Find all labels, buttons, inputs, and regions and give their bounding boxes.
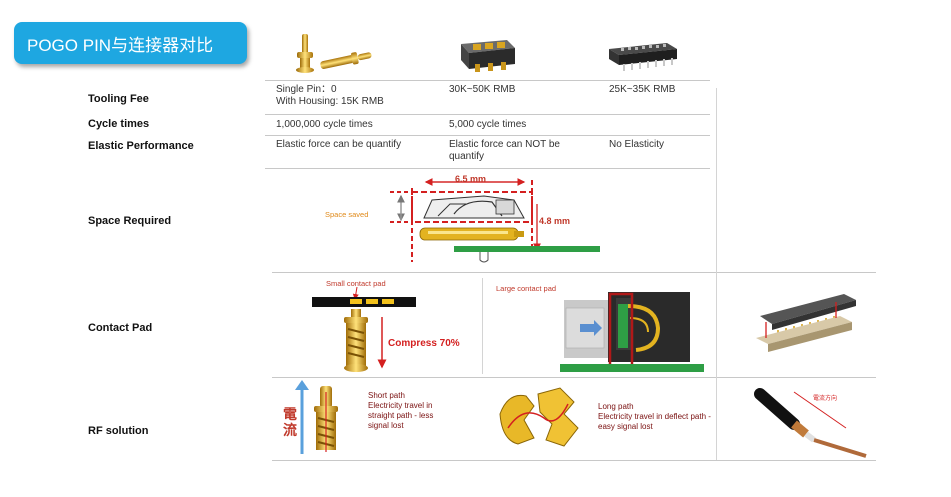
row-label-rf-solution: RF solution bbox=[88, 425, 149, 437]
long-path-line2: Electricity travel in deflect path - bbox=[598, 412, 711, 421]
tooling-fee-socket: 25K~35K RMB bbox=[609, 84, 676, 95]
connector-contact-diagram bbox=[560, 292, 704, 372]
cycle-times-connector: 5,000 cycle times bbox=[449, 119, 527, 130]
tooling-fee-pogo: Single Pin：0 With Housing: 15K RMB bbox=[276, 84, 384, 108]
divider bbox=[265, 80, 710, 81]
height-dimension: 4.8 mm bbox=[539, 216, 571, 226]
short-path-line3: straight path - less bbox=[368, 411, 434, 420]
rf-connector-diagram bbox=[499, 387, 579, 447]
long-path-line1: Long path bbox=[598, 402, 634, 411]
short-path-line4: signal lost bbox=[368, 421, 404, 430]
short-path-note: Short path Electricity travel in straigh… bbox=[368, 391, 468, 431]
ic-socket-icon bbox=[609, 43, 677, 71]
socket-contact-diagram bbox=[756, 294, 856, 352]
divider bbox=[482, 278, 483, 374]
connector-icon bbox=[461, 40, 515, 72]
row-label-contact-pad: Contact Pad bbox=[88, 322, 153, 334]
divider bbox=[272, 460, 876, 461]
row-label-cycle-times: Cycle times bbox=[88, 118, 150, 130]
page-title: POGO PIN与连接器对比 bbox=[14, 22, 247, 64]
rf-pogo-diagram bbox=[295, 380, 338, 454]
compress-note: Compress 70% bbox=[388, 338, 460, 349]
pogo-contact-diagram bbox=[312, 287, 416, 372]
large-contact-pad-note: Large contact pad bbox=[496, 284, 557, 293]
coax-cable-icon bbox=[754, 388, 867, 458]
divider bbox=[272, 272, 876, 273]
tooling-fee-pogo-line1: Single Pin：0 bbox=[276, 84, 337, 95]
space-saved-note: Space saved bbox=[325, 210, 369, 219]
row-label-space-required: Space Required bbox=[88, 215, 172, 227]
cycle-times-pogo: 1,000,000 cycle times bbox=[276, 119, 373, 130]
space-diagram bbox=[390, 178, 600, 263]
elastic-connector-line2: quantify bbox=[449, 151, 485, 162]
divider bbox=[265, 114, 710, 115]
tooling-fee-pogo-line2: With Housing: 15K RMB bbox=[276, 96, 384, 107]
elastic-pogo: Elastic force can be quantify bbox=[276, 139, 402, 150]
row-label-elastic-performance: Elastic Performance bbox=[88, 140, 194, 152]
elastic-socket: No Elasticity bbox=[609, 139, 665, 150]
width-dimension: 6.5 mm bbox=[455, 174, 487, 184]
elastic-connector-line1: Elastic force can NOT be bbox=[449, 139, 560, 150]
divider bbox=[716, 88, 717, 460]
long-path-note: Long path Electricity travel in deflect … bbox=[598, 402, 738, 432]
elastic-connector: Elastic force can NOT be quantify bbox=[449, 139, 560, 163]
short-path-line2: Electricity travel in bbox=[368, 401, 433, 410]
pogo-pin-icon bbox=[296, 34, 372, 73]
cable-current-note: 電流方向 bbox=[813, 396, 838, 402]
divider bbox=[265, 168, 710, 169]
tooling-fee-connector: 30K~50K RMB bbox=[449, 84, 516, 95]
small-contact-pad-note: Small contact pad bbox=[326, 279, 386, 288]
long-path-line3: easy signal lost bbox=[598, 422, 653, 431]
divider bbox=[272, 377, 876, 378]
current-label: 電流 bbox=[283, 406, 297, 438]
row-label-tooling-fee: Tooling Fee bbox=[88, 93, 149, 105]
short-path-line1: Short path bbox=[368, 391, 405, 400]
divider bbox=[265, 135, 710, 136]
